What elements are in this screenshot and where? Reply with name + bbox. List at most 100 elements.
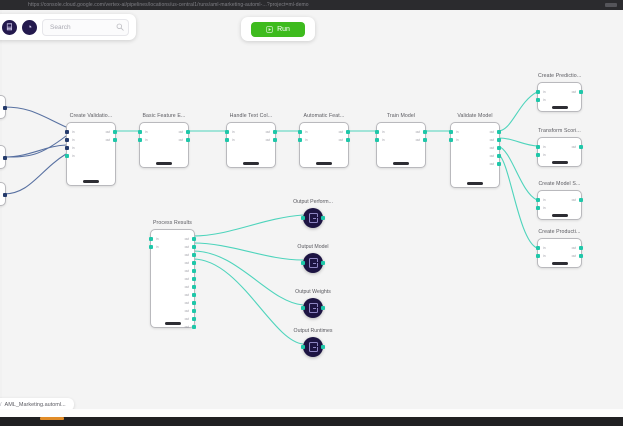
offscreen-node[interactable] — [0, 95, 7, 119]
node-footer-bar[interactable] — [551, 160, 568, 164]
port-out[interactable] — [113, 138, 117, 142]
port-out[interactable] — [579, 254, 583, 258]
port-out[interactable] — [192, 317, 196, 321]
port-out[interactable] — [192, 253, 196, 257]
port-in[interactable] — [65, 130, 69, 134]
port-out[interactable] — [192, 261, 196, 265]
port-out[interactable] — [321, 345, 325, 349]
port-out[interactable] — [579, 246, 583, 250]
port-in[interactable] — [449, 130, 453, 134]
window-control-icon[interactable] — [605, 3, 617, 7]
node-footer-bar[interactable] — [467, 181, 483, 185]
db-icon[interactable]: ⌸ — [2, 19, 17, 35]
offscreen-node[interactable] — [0, 182, 7, 206]
taskbar-active-indicator[interactable] — [40, 417, 64, 420]
port-in[interactable] — [65, 146, 69, 150]
node-footer-bar[interactable] — [551, 105, 568, 109]
node-footer-bar[interactable] — [551, 261, 568, 265]
offscreen-node[interactable] — [0, 145, 7, 169]
node-footer-bar[interactable] — [316, 161, 332, 165]
port-out[interactable] — [423, 130, 427, 134]
port-out[interactable] — [321, 216, 325, 220]
port-in[interactable] — [298, 130, 302, 134]
port-in[interactable] — [298, 138, 302, 142]
port-out[interactable] — [273, 130, 277, 134]
node-footer-bar[interactable] — [243, 161, 259, 165]
port-out[interactable] — [579, 145, 583, 149]
port-out[interactable] — [579, 90, 583, 94]
port-in[interactable] — [149, 237, 153, 241]
port-out[interactable] — [113, 130, 117, 134]
port-in[interactable] — [301, 216, 305, 220]
port-out[interactable] — [192, 301, 196, 305]
port-out[interactable] — [192, 285, 196, 289]
port-out[interactable] — [497, 162, 501, 166]
breadcrumb-label[interactable]: AML_Marketing.automl... — [4, 401, 66, 408]
port-in[interactable] — [301, 261, 305, 265]
port-out[interactable] — [192, 293, 196, 297]
port-out[interactable] — [273, 138, 277, 142]
node-footer-bar[interactable] — [393, 161, 409, 165]
port-in[interactable] — [536, 90, 540, 94]
port-out[interactable] — [3, 193, 7, 197]
node-output-runtimes[interactable]: Output Runtimes — [294, 328, 332, 357]
node-footer-bar[interactable] — [83, 179, 99, 183]
port-in[interactable] — [375, 130, 379, 134]
node-output-model[interactable]: Output Model — [297, 244, 329, 273]
port-out[interactable] — [186, 130, 190, 134]
port-in[interactable] — [301, 345, 305, 349]
port-in[interactable] — [536, 198, 540, 202]
port-out[interactable] — [192, 245, 196, 249]
node-footer-bar[interactable] — [551, 213, 568, 217]
search-box[interactable] — [42, 18, 129, 36]
port-out[interactable] — [321, 261, 325, 265]
port-out[interactable] — [192, 325, 196, 329]
port-out[interactable] — [497, 146, 501, 150]
port-out[interactable] — [192, 309, 196, 313]
port-out[interactable] — [423, 138, 427, 142]
port-in[interactable] — [536, 98, 540, 102]
port-in[interactable] — [301, 306, 305, 310]
node-output-performance[interactable]: Output Perform... — [293, 199, 333, 228]
port-out[interactable] — [3, 156, 7, 160]
port-out[interactable] — [192, 277, 196, 281]
port-in[interactable] — [536, 254, 540, 258]
port-out[interactable] — [346, 130, 350, 134]
port-out[interactable] — [192, 237, 196, 241]
port-out[interactable] — [497, 138, 501, 142]
search-input[interactable] — [48, 22, 118, 32]
port-in[interactable] — [138, 138, 142, 142]
port-in[interactable] — [65, 138, 69, 142]
port-out[interactable] — [3, 106, 7, 110]
graph-icon[interactable]: ◔ — [22, 19, 37, 35]
address-bar-url[interactable]: https://console.cloud.google.com/vertex-… — [28, 2, 309, 8]
port-in[interactable] — [225, 138, 229, 142]
port-in[interactable] — [536, 206, 540, 210]
port-in[interactable] — [449, 138, 453, 142]
port-out[interactable] — [192, 269, 196, 273]
port-in[interactable] — [536, 153, 540, 157]
node-output-weights[interactable]: Output Weights — [295, 289, 331, 318]
port-in[interactable] — [536, 246, 540, 250]
port-in[interactable] — [225, 130, 229, 134]
run-button[interactable]: Run — [251, 21, 305, 37]
port-out[interactable] — [321, 306, 325, 310]
node-footer-bar[interactable] — [164, 321, 181, 325]
port-in[interactable] — [375, 138, 379, 142]
port-in[interactable] — [536, 145, 540, 149]
port-out[interactable] — [186, 138, 190, 142]
node-footer-bar[interactable] — [156, 161, 172, 165]
port-out[interactable] — [497, 154, 501, 158]
